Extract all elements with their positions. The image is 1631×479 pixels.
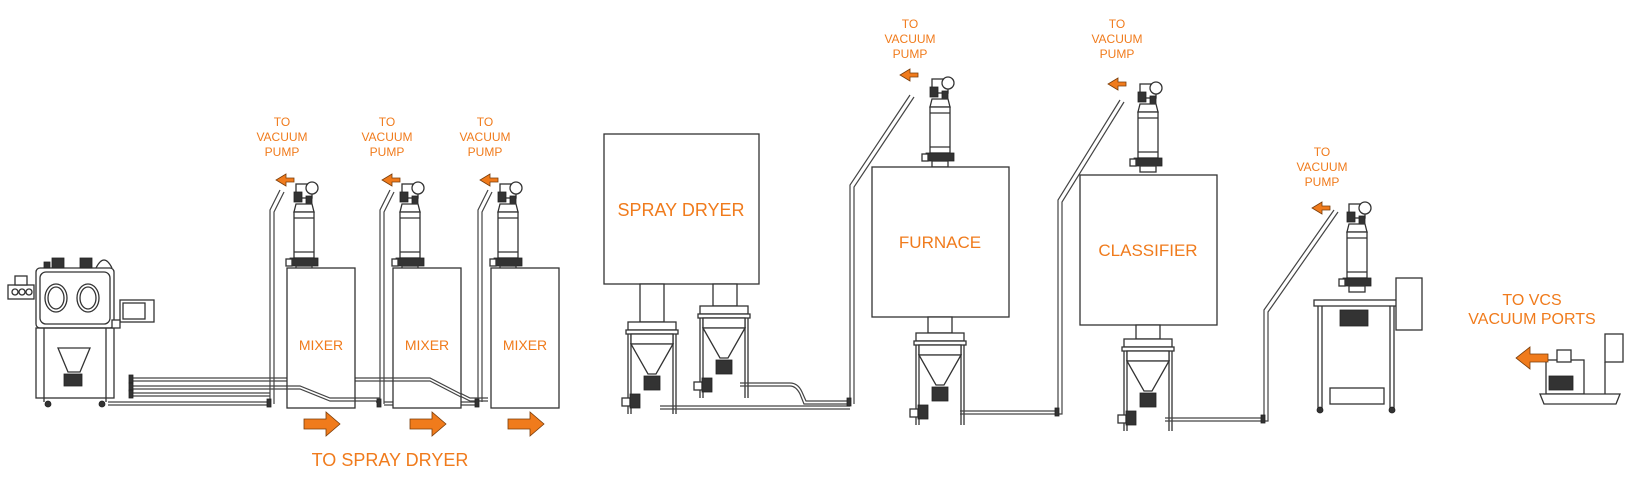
vacuum-arrow-mixer-2 <box>381 173 401 187</box>
svg-text:VACUUM PORTS: VACUUM PORTS <box>1468 311 1595 328</box>
svg-text:TO: TO <box>379 115 395 129</box>
mixer-3: MIXER <box>489 181 560 409</box>
vacuum-pump-callout-3: TO VACUUM PUMP <box>459 115 510 159</box>
mixer-label: MIXER <box>405 337 449 353</box>
vacuum-arrow-bag-station <box>1311 201 1331 215</box>
mixer-label: MIXER <box>299 337 343 353</box>
svg-text:PUMP: PUMP <box>1305 175 1340 189</box>
svg-text:PUMP: PUMP <box>893 47 928 61</box>
svg-text:TO: TO <box>477 115 493 129</box>
bag-station-transfer-pipe <box>1165 209 1339 424</box>
svg-text:PUMP: PUMP <box>468 145 503 159</box>
vacuum-pump <box>1539 333 1624 405</box>
vacuum-pump-callout-6: TO VACUUM PUMP <box>1296 145 1347 189</box>
to-spray-dryer-arrow-3 <box>507 411 545 437</box>
classifier-label: CLASSIFIER <box>1098 241 1197 260</box>
svg-text:TO VCS: TO VCS <box>1502 292 1561 309</box>
to-spray-dryer-arrow-1 <box>303 411 341 437</box>
vacuum-pump-callout-1: TO VACUUM PUMP <box>256 115 307 159</box>
mixer-1: MIXER <box>285 181 356 409</box>
svg-text:PUMP: PUMP <box>1100 47 1135 61</box>
svg-text:TO: TO <box>274 115 290 129</box>
vacuum-pump-callout-5: TO VACUUM PUMP <box>1091 17 1142 61</box>
svg-text:TO: TO <box>1109 17 1125 31</box>
spray-dryer-label: SPRAY DRYER <box>617 200 744 220</box>
to-vcs-vacuum-ports-label: TO VCS VACUUM PORTS <box>1468 292 1595 328</box>
vacuum-arrow-mixer-3 <box>479 173 499 187</box>
mixer-crossing-pipes <box>287 377 462 402</box>
svg-text:VACUUM: VACUUM <box>884 32 935 46</box>
classifier-transfer-pipe <box>960 99 1125 417</box>
svg-text:VACUUM: VACUUM <box>1296 160 1347 174</box>
svg-text:TO: TO <box>902 17 918 31</box>
svg-text:VACUUM: VACUUM <box>1091 32 1142 46</box>
svg-text:VACUUM: VACUUM <box>256 130 307 144</box>
classifier: CLASSIFIER <box>1079 81 1218 432</box>
furnace: FURNACE <box>871 76 1010 426</box>
svg-text:PUMP: PUMP <box>265 145 300 159</box>
to-spray-dryer-label: TO SPRAY DRYER <box>312 450 469 470</box>
vacuum-arrow-classifier <box>1107 77 1127 91</box>
to-spray-dryer-arrow-2 <box>409 411 447 437</box>
svg-text:VACUUM: VACUUM <box>361 130 412 144</box>
vacuum-arrow-furnace <box>899 68 919 82</box>
furnace-transfer-pipe <box>846 94 915 407</box>
vacuum-pump-callout-2: TO VACUUM PUMP <box>361 115 412 159</box>
mixer-label: MIXER <box>503 337 547 353</box>
spray-dryer: SPRAY DRYER <box>603 133 850 415</box>
furnace-label: FURNACE <box>899 233 981 252</box>
svg-text:VACUUM: VACUUM <box>459 130 510 144</box>
bag-station <box>1313 201 1423 414</box>
vacuum-arrow-mixer-1 <box>275 173 295 187</box>
to-vcs-arrow <box>1515 346 1549 370</box>
svg-text:TO: TO <box>1314 145 1330 159</box>
vacuum-pump-callout-4: TO VACUUM PUMP <box>884 17 935 61</box>
svg-text:PUMP: PUMP <box>370 145 405 159</box>
mixer-2: MIXER <box>391 181 462 409</box>
glovebox <box>7 257 155 408</box>
